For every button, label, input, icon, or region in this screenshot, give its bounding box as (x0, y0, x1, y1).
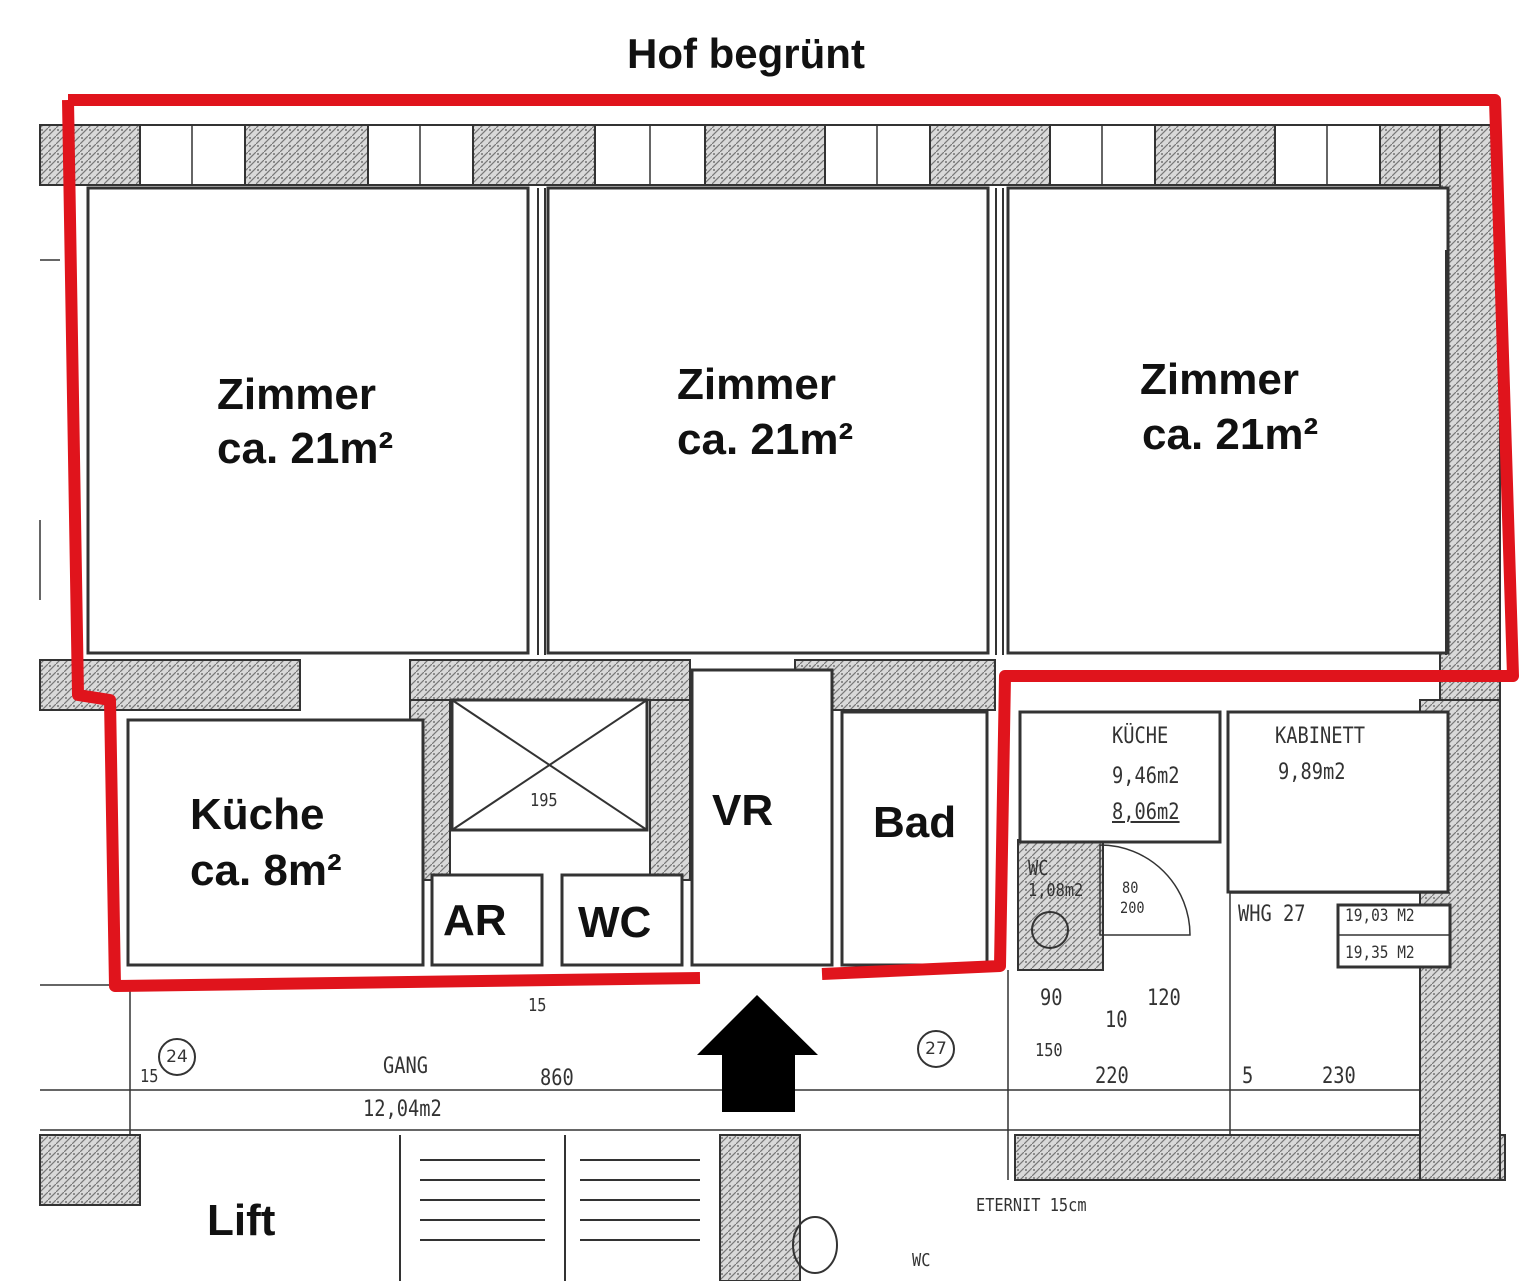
kueche-area: ca. 8m² (190, 846, 342, 895)
dim-120: 120 (1147, 986, 1181, 1011)
gang-area: 12,04m2 (363, 1097, 442, 1122)
zimmer1-name: Zimmer (217, 370, 376, 419)
whg-area2: 19,35 M2 (1345, 943, 1415, 963)
stairs (399, 1135, 700, 1281)
kueche-outline (126, 718, 425, 967)
bad-label: Bad (873, 798, 957, 847)
whg-box (1336, 903, 1452, 969)
wc-bottom-label: WC (912, 1250, 931, 1271)
room-number-24: 24 (158, 1038, 196, 1076)
toilet-icon (792, 1216, 838, 1274)
window-mullions (191, 125, 1328, 185)
lower-rooms (126, 668, 1452, 969)
eternit-label: ETERNIT 15cm (976, 1195, 1087, 1216)
ar-label: AR (443, 896, 507, 945)
plan-title: Hof begrünt (627, 30, 865, 77)
zimmer3-area: ca. 21m² (1142, 410, 1319, 459)
dim-220: 220 (1095, 1064, 1129, 1089)
zimmer3-outline (1006, 186, 1450, 655)
whg-area1: 19,03 M2 (1345, 906, 1415, 926)
kueche2-outline (1018, 710, 1222, 844)
wc-outline (560, 873, 684, 967)
room-number-27: 27 (917, 1030, 955, 1068)
zimmer1-outline (86, 186, 530, 655)
dim-230: 230 (1322, 1064, 1356, 1089)
top-wall (39, 124, 1501, 186)
kabinett-name: KABINETT (1275, 724, 1366, 749)
dim-195: 195 (530, 790, 558, 811)
gang-label: GANG (383, 1054, 429, 1079)
lift-label: Lift (207, 1196, 276, 1245)
zimmer1-area: ca. 21m² (217, 424, 394, 473)
entrance-arrow-icon (697, 995, 818, 1112)
dim-15a: 15 (140, 1066, 159, 1087)
dim-80: 80 (1122, 878, 1139, 897)
zimmer3-name: Zimmer (1140, 355, 1299, 404)
dim-150: 150 (1035, 1040, 1063, 1061)
zimmer2-area: ca. 21m² (677, 415, 854, 464)
partition-walls (537, 188, 1447, 655)
ar-outline (430, 873, 544, 967)
apartment-outline-right (68, 94, 1519, 980)
wc-small-name: WC (1028, 856, 1049, 880)
vr-label: VR (712, 786, 774, 835)
toilet-small-icon (1031, 911, 1069, 949)
apartment-outline-left (62, 99, 701, 992)
bottom-left-wall (39, 1134, 141, 1206)
wc-small-area: 1,08m2 (1028, 880, 1084, 901)
zimmer2-outline (546, 186, 990, 655)
dim-200: 200 (1120, 898, 1145, 917)
zimmer2-name: Zimmer (677, 360, 836, 409)
bottom-mid-wall (719, 1134, 801, 1281)
room-outlines (86, 186, 1450, 655)
kabinett-outline (1226, 710, 1450, 894)
kueche-name: Küche (190, 790, 325, 839)
kueche2-area1: 9,46m2 (1112, 764, 1180, 789)
wc-label: WC (578, 898, 652, 947)
dim-5: 5 (1242, 1064, 1254, 1089)
bad-outline (840, 710, 989, 967)
kabinett-area: 9,89m2 (1278, 760, 1346, 785)
dim-90: 90 (1040, 986, 1063, 1011)
shaft-cross (451, 699, 648, 831)
whg-label: WHG 27 (1238, 902, 1306, 927)
kueche2-name: KÜCHE (1112, 724, 1169, 749)
vr-outline (690, 668, 834, 967)
dim-10: 10 (1105, 1008, 1128, 1033)
gang-length: 860 (540, 1066, 574, 1091)
dim-15b: 15 (528, 995, 547, 1016)
kueche2-area2: 8,06m2 (1112, 800, 1180, 825)
